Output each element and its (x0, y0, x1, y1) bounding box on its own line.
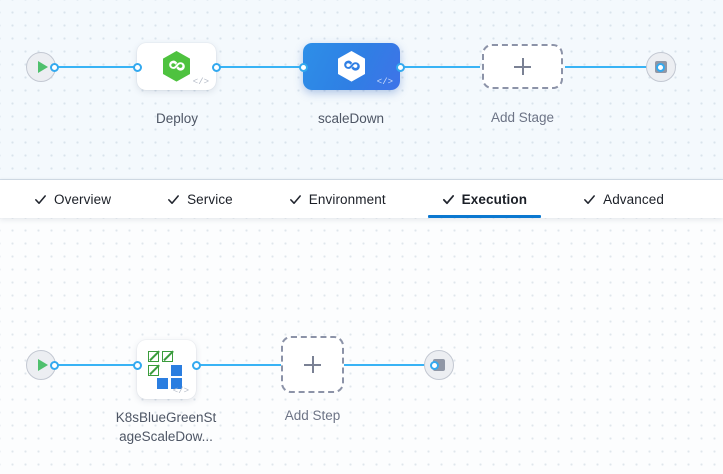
tab-execution-label: Execution (461, 191, 528, 207)
add-stage-button[interactable] (482, 44, 563, 89)
play-icon (37, 61, 48, 73)
tab-advanced[interactable]: Advanced (569, 180, 678, 218)
stage-node-scaledown-icon-wrap (303, 43, 400, 90)
stage-connector-dot-deploy-right[interactable] (212, 62, 221, 72)
k8s-grid-cell-green-1 (147, 350, 159, 362)
plus-icon (514, 58, 531, 75)
step-node-label-line2: ageScaleDow... (119, 429, 213, 444)
stage-node-deploy-code-icon[interactable]: </> (192, 77, 209, 87)
k8s-grid-cell-blue-1 (170, 364, 182, 376)
harness-hexagon-icon (338, 51, 365, 82)
stage-start-node[interactable] (26, 52, 56, 82)
tab-overview[interactable]: Overview (20, 180, 125, 218)
stage-config-tabbar: Overview Service Environment Execution (0, 180, 723, 218)
step-connector-dot-end[interactable] (430, 360, 439, 370)
stage-wire-addstage-end (565, 66, 660, 68)
stage-connector-dot-end[interactable] (656, 62, 665, 72)
stage-wire-deploy-scaledown (216, 66, 308, 68)
check-icon (35, 194, 46, 204)
tab-environment[interactable]: Environment (275, 180, 400, 218)
plus-icon (304, 356, 321, 373)
tab-execution[interactable]: Execution (427, 180, 542, 218)
k8s-grid-cell-blue-2 (156, 377, 168, 389)
execution-steps-canvas[interactable]: </> K8sBlueGreenSt ageScaleDow... Add St… (0, 218, 723, 474)
stage-wire-scaledown-addstage (400, 66, 480, 68)
step-wire-addstep-end (342, 364, 434, 366)
step-node-code-icon[interactable]: </> (172, 386, 189, 396)
step-wire-node-addstep (196, 364, 284, 366)
tab-overview-label: Overview (54, 191, 112, 207)
stage-node-scaledown-label: scaleDown (317, 111, 385, 126)
step-end-node[interactable] (424, 350, 454, 380)
stage-node-deploy-label: Deploy (155, 111, 199, 126)
tab-list: Overview Service Environment Execution (0, 180, 723, 218)
step-node-label: K8sBlueGreenSt ageScaleDow... (96, 408, 236, 446)
tab-environment-label: Environment (308, 191, 386, 207)
check-icon (168, 194, 179, 204)
k8s-grid-cell-blue-3 (170, 377, 182, 389)
stage-canvas[interactable]: </> Deploy </> scaleDown Add Stage (0, 0, 723, 180)
add-stage-label: Add Stage (490, 110, 555, 125)
tab-service-label: Service (187, 191, 233, 207)
stage-node-deploy[interactable]: </> (137, 43, 216, 90)
step-connector-dot-node-left[interactable] (133, 360, 142, 370)
step-wire-start-node (50, 364, 140, 366)
k8s-grid-cell-green-3 (147, 364, 159, 376)
check-icon (289, 194, 301, 204)
stage-node-deploy-icon-wrap (137, 43, 216, 90)
k8s-bluegreen-grid-icon (147, 350, 186, 389)
check-icon (584, 194, 596, 204)
step-node-k8s-bluegreen-scaledown[interactable]: </> (137, 340, 196, 399)
check-icon (442, 194, 454, 204)
tab-advanced-label: Advanced (603, 191, 664, 207)
stage-connector-dot-deploy-left[interactable] (133, 62, 142, 72)
stage-node-scaledown[interactable]: </> (303, 43, 400, 90)
stage-connector-dot-scaledown-right[interactable] (396, 62, 405, 72)
step-node-label-line1: K8sBlueGreenSt (115, 410, 217, 425)
play-icon (37, 359, 48, 371)
step-connector-dot-start[interactable] (50, 360, 59, 370)
step-connector-dot-node-right[interactable] (192, 360, 201, 370)
stage-node-scaledown-code-icon[interactable]: </> (376, 77, 393, 87)
k8s-grid-cell-green-2 (161, 350, 173, 362)
stage-connector-dot-scaledown-left[interactable] (299, 62, 308, 72)
stage-connector-dot-start[interactable] (50, 62, 59, 72)
harness-hexagon-icon (163, 51, 190, 82)
tab-service[interactable]: Service (153, 180, 247, 218)
stage-wire-start-deploy (50, 66, 142, 68)
add-step-button[interactable] (281, 336, 344, 393)
add-step-label: Add Step (284, 408, 341, 423)
step-node-icon-wrap (137, 340, 196, 399)
